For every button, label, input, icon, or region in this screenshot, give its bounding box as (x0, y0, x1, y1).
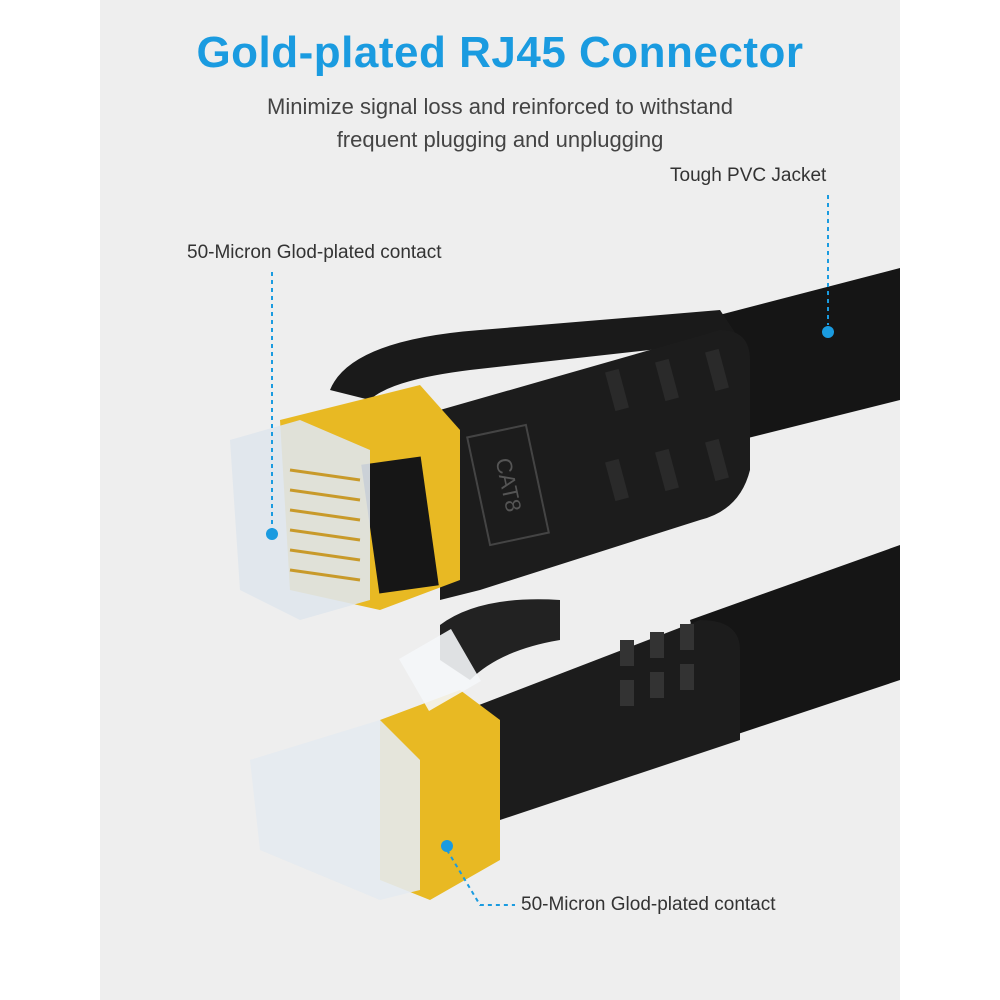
bottom-cable-jacket (690, 545, 900, 740)
callout-jacket-label: Tough PVC Jacket (670, 165, 827, 186)
cat8-marking-box (466, 423, 550, 547)
headline: Gold-plated RJ45 Connector (196, 28, 804, 77)
subtitle: Minimize signal loss and reinforced to w… (0, 90, 1000, 156)
callout-contact-top-label: 50-Micron Glod-plated contact (187, 242, 442, 263)
top-boot (440, 330, 750, 600)
subtitle-line-1: Minimize signal loss and reinforced to w… (267, 94, 733, 119)
top-clear-plug (230, 420, 370, 620)
callout-dot-contact-top (266, 528, 278, 540)
bottom-clear-plug (250, 720, 420, 900)
top-cable-loop (330, 310, 740, 400)
subtitle-line-2: frequent plugging and unplugging (336, 127, 664, 152)
callout-contact-bottom-label: 50-Micron Glod-plated contact (521, 894, 776, 915)
callout-dot-contact-bottom (441, 840, 453, 852)
bottom-boot (440, 620, 740, 830)
callout-dot-jacket (822, 326, 834, 338)
bottom-latch (440, 599, 560, 680)
